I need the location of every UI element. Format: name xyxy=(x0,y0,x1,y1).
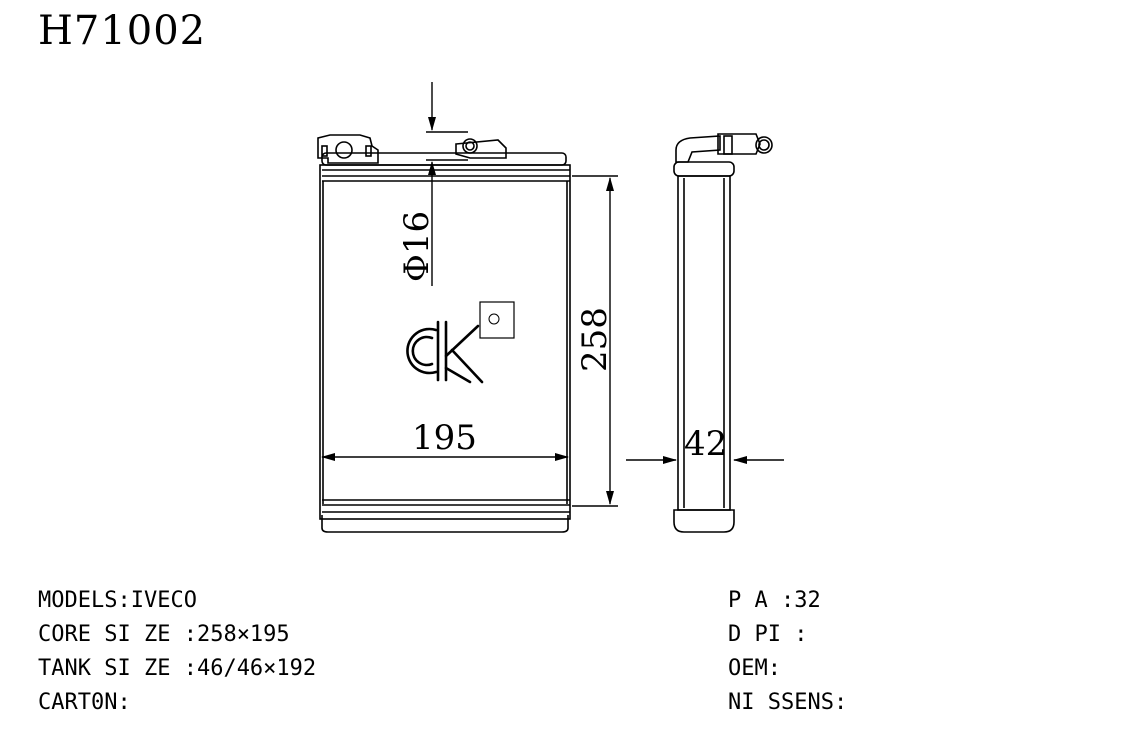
spec-nissens: NI SSENS: xyxy=(728,690,848,715)
spec-core-size: CORE SI ZE :258×195 xyxy=(38,622,290,647)
front-view xyxy=(317,134,571,533)
height-label: 258 xyxy=(575,307,615,372)
bottom-tank xyxy=(321,515,569,533)
top-fitting-left xyxy=(317,134,379,164)
height-dimension xyxy=(572,175,618,507)
depth-label: 42 xyxy=(684,424,727,464)
spec-pa: P A :32 xyxy=(728,588,821,613)
spec-carton: CART0N: xyxy=(38,690,131,715)
top-fitting-right xyxy=(455,138,507,159)
side-view xyxy=(673,133,773,533)
pipe-diameter-label: Φ16 xyxy=(397,211,437,282)
pipe-diameter-dimension xyxy=(426,82,468,286)
specs-right: P A :32 D PI : OEM: NI SSENS: xyxy=(728,584,847,720)
spec-dpi: D PI : xyxy=(728,622,808,647)
ck-logo xyxy=(406,301,515,384)
width-label: 195 xyxy=(412,418,477,458)
spec-oem: OEM: xyxy=(728,656,781,681)
part-number-title: H71002 xyxy=(38,8,207,54)
specs-left: MODELS:IVECO CORE SI ZE :258×195 TANK SI… xyxy=(38,584,316,720)
spec-tank-size: TANK SI ZE :46/46×192 xyxy=(38,656,317,681)
spec-models: MODELS:IVECO xyxy=(38,588,197,613)
radiator-drawing: Φ16 195 258 xyxy=(317,82,784,533)
core xyxy=(319,164,571,520)
